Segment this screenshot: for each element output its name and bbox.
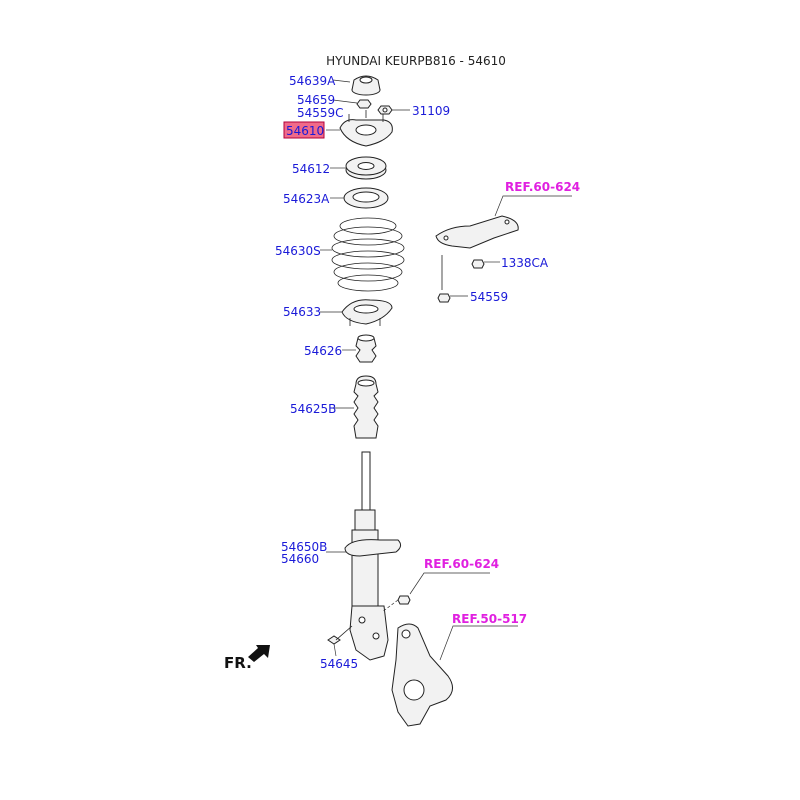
part-54630S-coil-spring — [331, 217, 405, 292]
part-31109-nut — [377, 105, 393, 115]
dash-line-nut — [381, 599, 399, 613]
label-31109[interactable]: 31109 — [412, 104, 450, 118]
leader-54659 — [332, 99, 358, 104]
label-54645[interactable]: 54645 — [320, 657, 358, 671]
label-54612[interactable]: 54612 — [292, 162, 330, 176]
ref-link-50-517[interactable]: REF.50-517 — [452, 612, 527, 626]
part-54612-bearing — [345, 156, 387, 180]
ref-link-60-624-bottom[interactable]: REF.60-624 — [424, 557, 499, 571]
part-54626-bump-stop — [355, 334, 377, 363]
label-54660[interactable]: 54660 — [281, 552, 319, 566]
part-54639A-dust-cap — [351, 75, 381, 96]
front-arrow-icon — [248, 645, 270, 662]
part-54633-lower-seat — [341, 299, 393, 326]
part-54645-bolt — [327, 625, 353, 645]
label-54639A[interactable]: 54639A — [289, 74, 336, 88]
front-direction-label: FR. — [224, 654, 252, 672]
ref-leader-1 — [494, 195, 572, 217]
leader-54645 — [333, 643, 337, 657]
diagram-title: HYUNDAI KEURPB816 - 54610 — [326, 54, 506, 68]
part-knuckle-nut — [397, 595, 411, 605]
label-54630S[interactable]: 54630S — [275, 244, 321, 258]
label-54559[interactable]: 54559 — [470, 290, 508, 304]
part-54659-nut — [356, 99, 372, 109]
highlight-box-54610 — [283, 121, 325, 139]
label-54559C[interactable]: 54559C — [297, 106, 344, 120]
leader-54639A — [332, 79, 351, 83]
part-54623A-spring-seat — [343, 187, 389, 209]
ref-leader-2 — [409, 572, 490, 595]
label-54625B[interactable]: 54625B — [290, 402, 336, 416]
part-strut-brace — [435, 215, 519, 249]
ref-link-60-624-top[interactable]: REF.60-624 — [505, 180, 580, 194]
label-54633[interactable]: 54633 — [283, 305, 321, 319]
part-strut-assembly — [344, 451, 402, 661]
label-54650B[interactable]: 54650B — [281, 540, 327, 554]
label-54626[interactable]: 54626 — [304, 344, 342, 358]
label-54623A[interactable]: 54623A — [283, 192, 330, 206]
part-54625B-dust-boot — [353, 375, 379, 439]
ref-leader-3 — [439, 625, 518, 661]
label-1338CA[interactable]: 1338CA — [501, 256, 549, 270]
part-steering-knuckle — [391, 623, 453, 727]
label-54610[interactable]: 54610 — [286, 124, 324, 138]
label-54659[interactable]: 54659 — [297, 93, 335, 107]
part-54610-strut-mount — [339, 110, 393, 147]
part-54559-nut — [437, 293, 451, 303]
part-1338CA-bolt — [441, 255, 485, 290]
